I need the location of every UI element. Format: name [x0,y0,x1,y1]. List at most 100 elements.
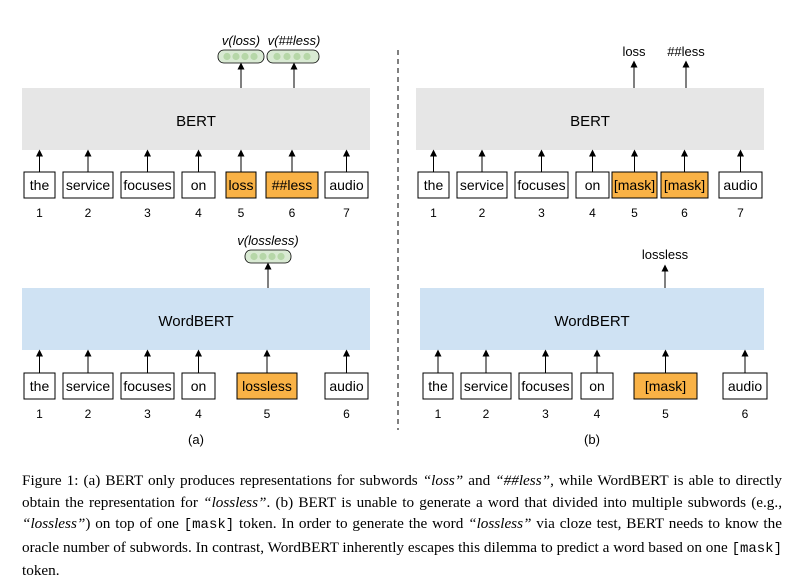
token-box [265,171,319,199]
caption-term: “lossless” [203,493,267,511]
token-box [23,372,56,400]
token-text: on [191,177,207,193]
wordbert-label-a: WordBERT [158,313,233,330]
token-box [181,372,216,400]
output-label-loss: loss [622,44,646,59]
token-text: lossless [242,378,292,394]
token-text: focuses [521,378,569,394]
token-box [514,171,569,199]
token-index: 3 [144,407,151,421]
vector-loss [217,49,265,64]
token-box [518,372,573,400]
token-index: 4 [589,206,596,220]
token-row-b-bert: the1service2focuses3on4[mask]5[mask]6aud… [417,149,763,220]
token-text: service [460,177,505,193]
token-text: on [585,177,601,193]
token-box [718,171,763,199]
caption-text: via cloze test, BERT needs to know the o… [22,515,782,556]
caption-code: [mask] [731,540,782,557]
token-box [120,171,175,199]
caption-text: ) on top of one [85,515,184,532]
token-box [580,372,614,400]
token-box [225,171,257,199]
token-box [417,171,450,199]
token-index: 7 [737,206,744,220]
token-index: 1 [435,407,442,421]
token-index: 7 [343,206,350,220]
vector-lossless [244,249,292,264]
panel-b: BERT loss ##less the 1 service 2 focuses 3 on 4… [416,44,768,447]
bert-block-b [416,88,764,150]
token-index: 6 [681,206,688,220]
token-text: the [30,177,50,193]
caption-term: “loss” [422,472,464,489]
token-index: 5 [662,407,669,421]
token-text: service [66,177,111,193]
output-label-lossless: lossless [642,247,689,262]
token-text: on [589,378,605,394]
token-text: [mask] [664,177,705,193]
vector-##less [266,49,320,64]
token-index: 4 [594,407,601,421]
token-text: loss [229,177,254,193]
token-index: 3 [144,206,151,220]
token-text: focuses [517,177,565,193]
token-text: the [428,378,448,394]
token-index: 3 [538,206,545,220]
token-text: audio [723,177,757,193]
token-text: the [30,378,50,394]
token-box [324,372,369,400]
token-text: audio [329,177,363,193]
token-text: on [191,378,207,394]
caption-code: [mask] [183,517,235,533]
token-box [660,171,709,199]
token-index: 1 [36,407,43,421]
caption-term: “##less” [495,472,551,489]
token-box [236,372,298,400]
token-row-a-bert: the1service2focuses3on4loss5##less6audio… [23,149,369,220]
token-index: 1 [36,206,43,220]
token-box [611,171,658,199]
panel-a: BERT v(loss) v(##less) the1service2focus… [22,33,370,447]
wordbert-label-b: WordBERT [554,313,629,330]
token-index: 5 [264,407,271,421]
caption-term: “lossless” [22,515,86,532]
panel-label-b: (b) [584,432,600,447]
token-index: 2 [85,407,92,421]
token-index: 2 [483,407,490,421]
panel-label-a: (a) [188,432,204,447]
token-index: 6 [742,407,749,421]
token-index: 5 [631,206,638,220]
token-text: [mask] [614,177,655,193]
token-text: focuses [123,378,171,394]
token-text: service [66,378,111,394]
caption-text: and [463,472,496,489]
wordbert-block-b [420,288,764,350]
token-index: 1 [430,206,437,220]
bert-label-b: BERT [570,113,610,130]
token-box [120,372,175,400]
token-box [181,171,216,199]
token-index: 3 [542,407,549,421]
caption-text: token. In order to generate the word [234,515,469,532]
token-box [722,372,768,400]
token-box [324,171,369,199]
caption-text: . (b) BERT is unable to generate a word … [266,493,782,511]
bert-label-a: BERT [176,113,216,130]
token-text: the [424,177,444,193]
figure-caption: Figure 1: (a) BERT only produces represe… [22,470,782,582]
token-index: 4 [195,206,202,220]
output-label-v-loss: v(loss) [222,33,260,48]
token-text: audio [728,378,762,394]
wordbert-block-a [22,288,370,350]
caption-text: Figure 1: (a) BERT only produces represe… [22,472,423,489]
token-box [62,171,114,199]
token-index: 5 [238,206,245,220]
token-box [62,372,114,400]
caption-text: token. [22,562,60,579]
token-index: 6 [289,206,296,220]
output-label-##less: ##less [667,44,705,59]
token-box [23,171,56,199]
